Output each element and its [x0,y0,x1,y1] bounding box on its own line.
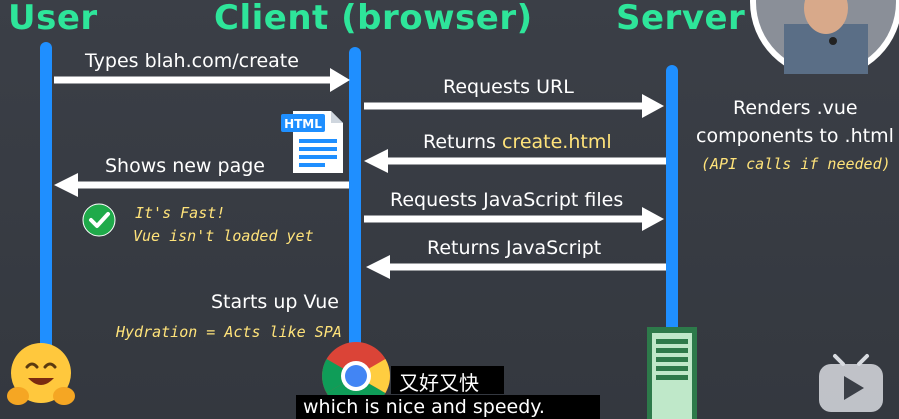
arrow-returns-js-head [366,255,390,279]
arrow-returns-html [384,157,666,165]
arrow-returns-html-head [364,149,388,173]
arrow-returns-js [386,263,666,271]
subtitle-english-box [296,395,600,419]
arrow-requests-js-head [642,207,664,231]
chrome-icon [322,342,390,410]
user-lifeline [40,42,52,360]
html-file-label: HTML [284,117,322,131]
arrow-requests-url [364,102,646,110]
server-title: Server [616,0,746,38]
label-requests-url: Requests URL [443,76,574,98]
note-hydration: Hydration = Acts like SPA [116,323,342,341]
bilibili-tv-icon [819,354,883,412]
server-note-line1: Renders .vue [733,97,858,119]
label-returns-file: create.html [502,131,612,153]
arrow-shows-page [74,181,349,189]
server-icon [647,327,697,419]
label-returns-html: Returns create.html [423,131,612,153]
subtitle-chinese-box [391,366,504,394]
label-requests-js: Requests JavaScript files [390,189,624,211]
label-returns-prefix: Returns [423,131,502,153]
user-title: User [8,0,98,38]
label-returns-js: Returns JavaScript [427,237,602,259]
note-fast: It's Fast! [135,204,226,222]
client-title: Client (browser) [214,0,533,38]
arrow-requests-url-head [642,94,664,118]
client-lifeline [349,47,361,361]
label-starts-vue: Starts up Vue [211,291,339,313]
label-shows-page: Shows new page [105,155,265,177]
arrow-types-url [54,76,334,84]
arrow-shows-page-head [54,173,78,197]
server-note-line2: components to .html [696,125,894,147]
note-not-loaded: Vue isn't loaded yet [133,227,314,245]
subtitle-chinese: 又好又快 [399,371,479,395]
label-types-url: Types blah.com/create [85,50,299,72]
presenter-avatar [750,0,899,74]
arrow-requests-js [364,215,646,223]
checkmark-icon [82,203,116,237]
html-file-icon: HTML [281,111,343,173]
server-lifeline [666,65,678,345]
subtitle-english: which is nice and speedy. [303,396,545,418]
arrow-types-url-head [330,68,350,92]
server-note-line3: (API calls if needed) [701,155,891,173]
hugging-face-icon [7,343,75,405]
